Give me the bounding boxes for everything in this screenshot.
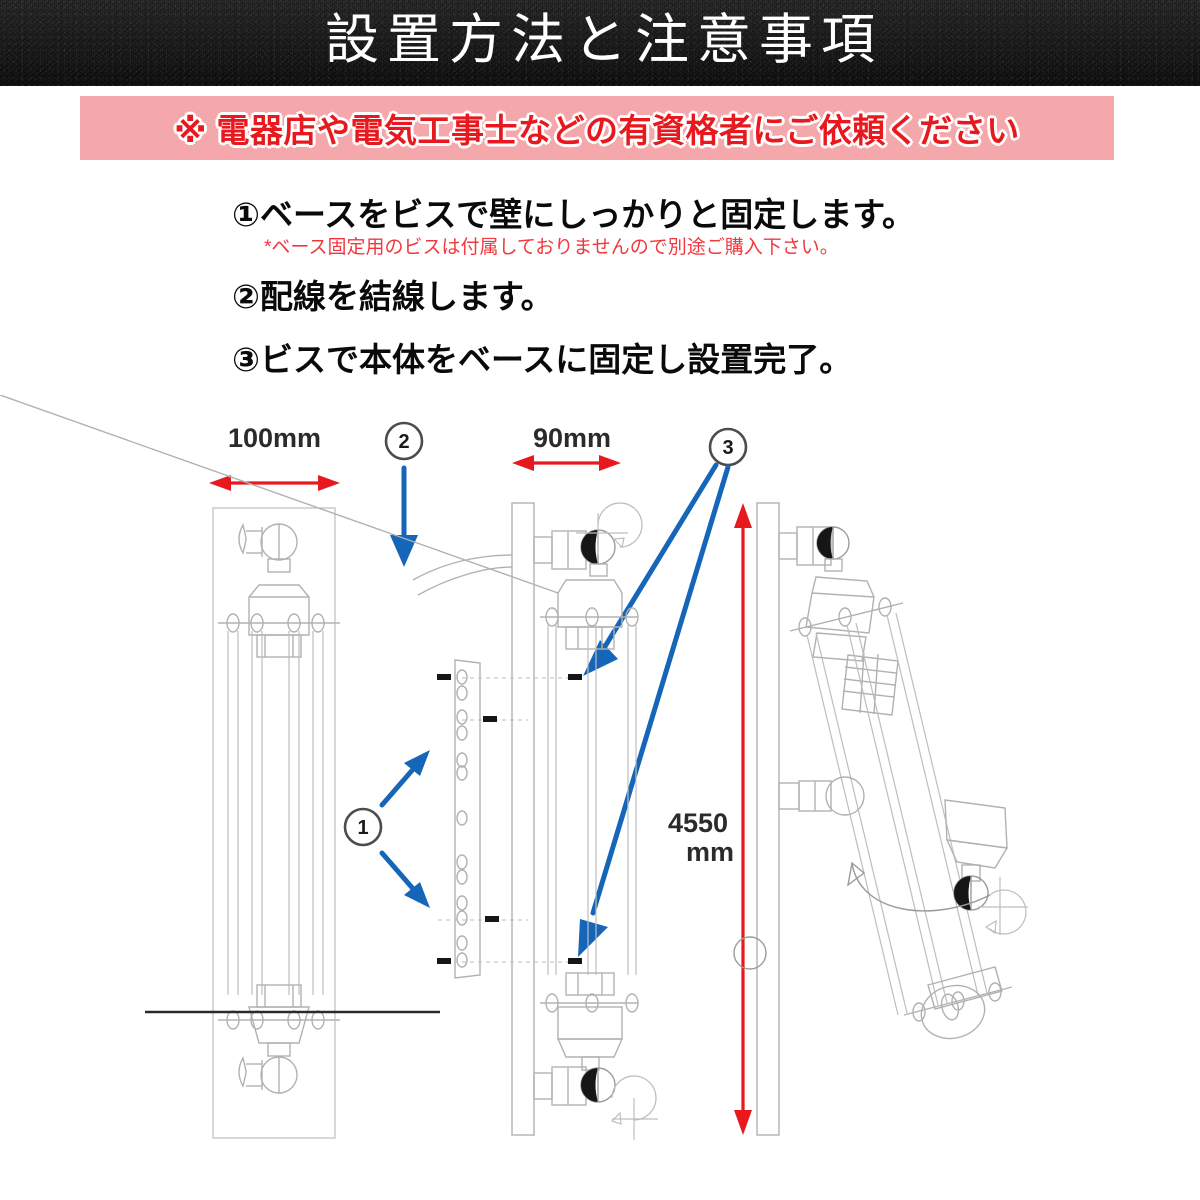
header-band: 設置方法と注意事項 — [0, 0, 1200, 86]
callout-3-label: 3 — [722, 437, 733, 459]
callout-3: 3 — [708, 427, 748, 467]
header-texture — [0, 0, 1200, 86]
blue-arrow-1-down — [379, 850, 430, 908]
wiring-curves — [412, 554, 513, 596]
detached-lamp-head — [944, 799, 1028, 935]
blue-arrow-2 — [390, 465, 418, 567]
step-3-text: ③ビスで本体をベースに固定し設置完了。 — [232, 341, 853, 378]
assembly-curve-arrow — [846, 861, 991, 912]
blue-arrow-1-up — [379, 750, 430, 808]
mounting-base-plate — [437, 659, 582, 979]
dimension-label-4550: 4550 — [668, 808, 728, 838]
wall-socket-stub — [778, 776, 865, 816]
screw-mark — [485, 916, 499, 922]
fixture-tilted-view — [756, 502, 1013, 1136]
dimension-arrow-90mm — [512, 455, 621, 471]
fixture-front-view — [145, 507, 440, 1139]
callout-1: 1 — [343, 807, 383, 847]
callout-2-label: 2 — [398, 431, 409, 453]
notice-banner: ※ 電器店や電気工事士などの有資格者にご依頼ください — [80, 96, 1114, 160]
screw-mark — [568, 958, 582, 964]
fixture-side-view — [0, 395, 658, 1140]
screw-mark — [568, 674, 582, 680]
callout-2: 2 — [384, 421, 424, 461]
screw-mark — [437, 674, 451, 680]
step-1-note-text: *ベース固定用のビスは付属しておりませんので別途ご購入下さい。 — [264, 237, 839, 258]
screw-mark — [483, 716, 497, 722]
detached-screw-part — [733, 936, 767, 970]
callout-1-label: 1 — [357, 817, 368, 839]
dimension-label-4550-unit: mm — [686, 837, 734, 867]
dimension-label-90mm: 90mm — [533, 423, 611, 453]
screw-mark — [437, 958, 451, 964]
notice-text: ※ 電器店や電気工事士などの有資格者にご依頼ください — [174, 112, 1020, 149]
installation-diagram: 100mm 90mm 2 3 1 — [0, 395, 1200, 1200]
blue-arrow-3-upper — [583, 462, 719, 676]
dimension-arrow-100mm — [209, 475, 340, 491]
page-title: 設置方法と注意事項 — [325, 10, 883, 70]
dimension-arrow-4550mm — [734, 503, 752, 1135]
blue-arrow-3-lower — [578, 464, 731, 957]
dimension-label-100mm: 100mm — [228, 423, 321, 453]
step-1-text: ①ベースをビスで壁にしっかりと固定します。 — [232, 196, 915, 233]
step-2-text: ②配線を結線します。 — [232, 278, 554, 315]
